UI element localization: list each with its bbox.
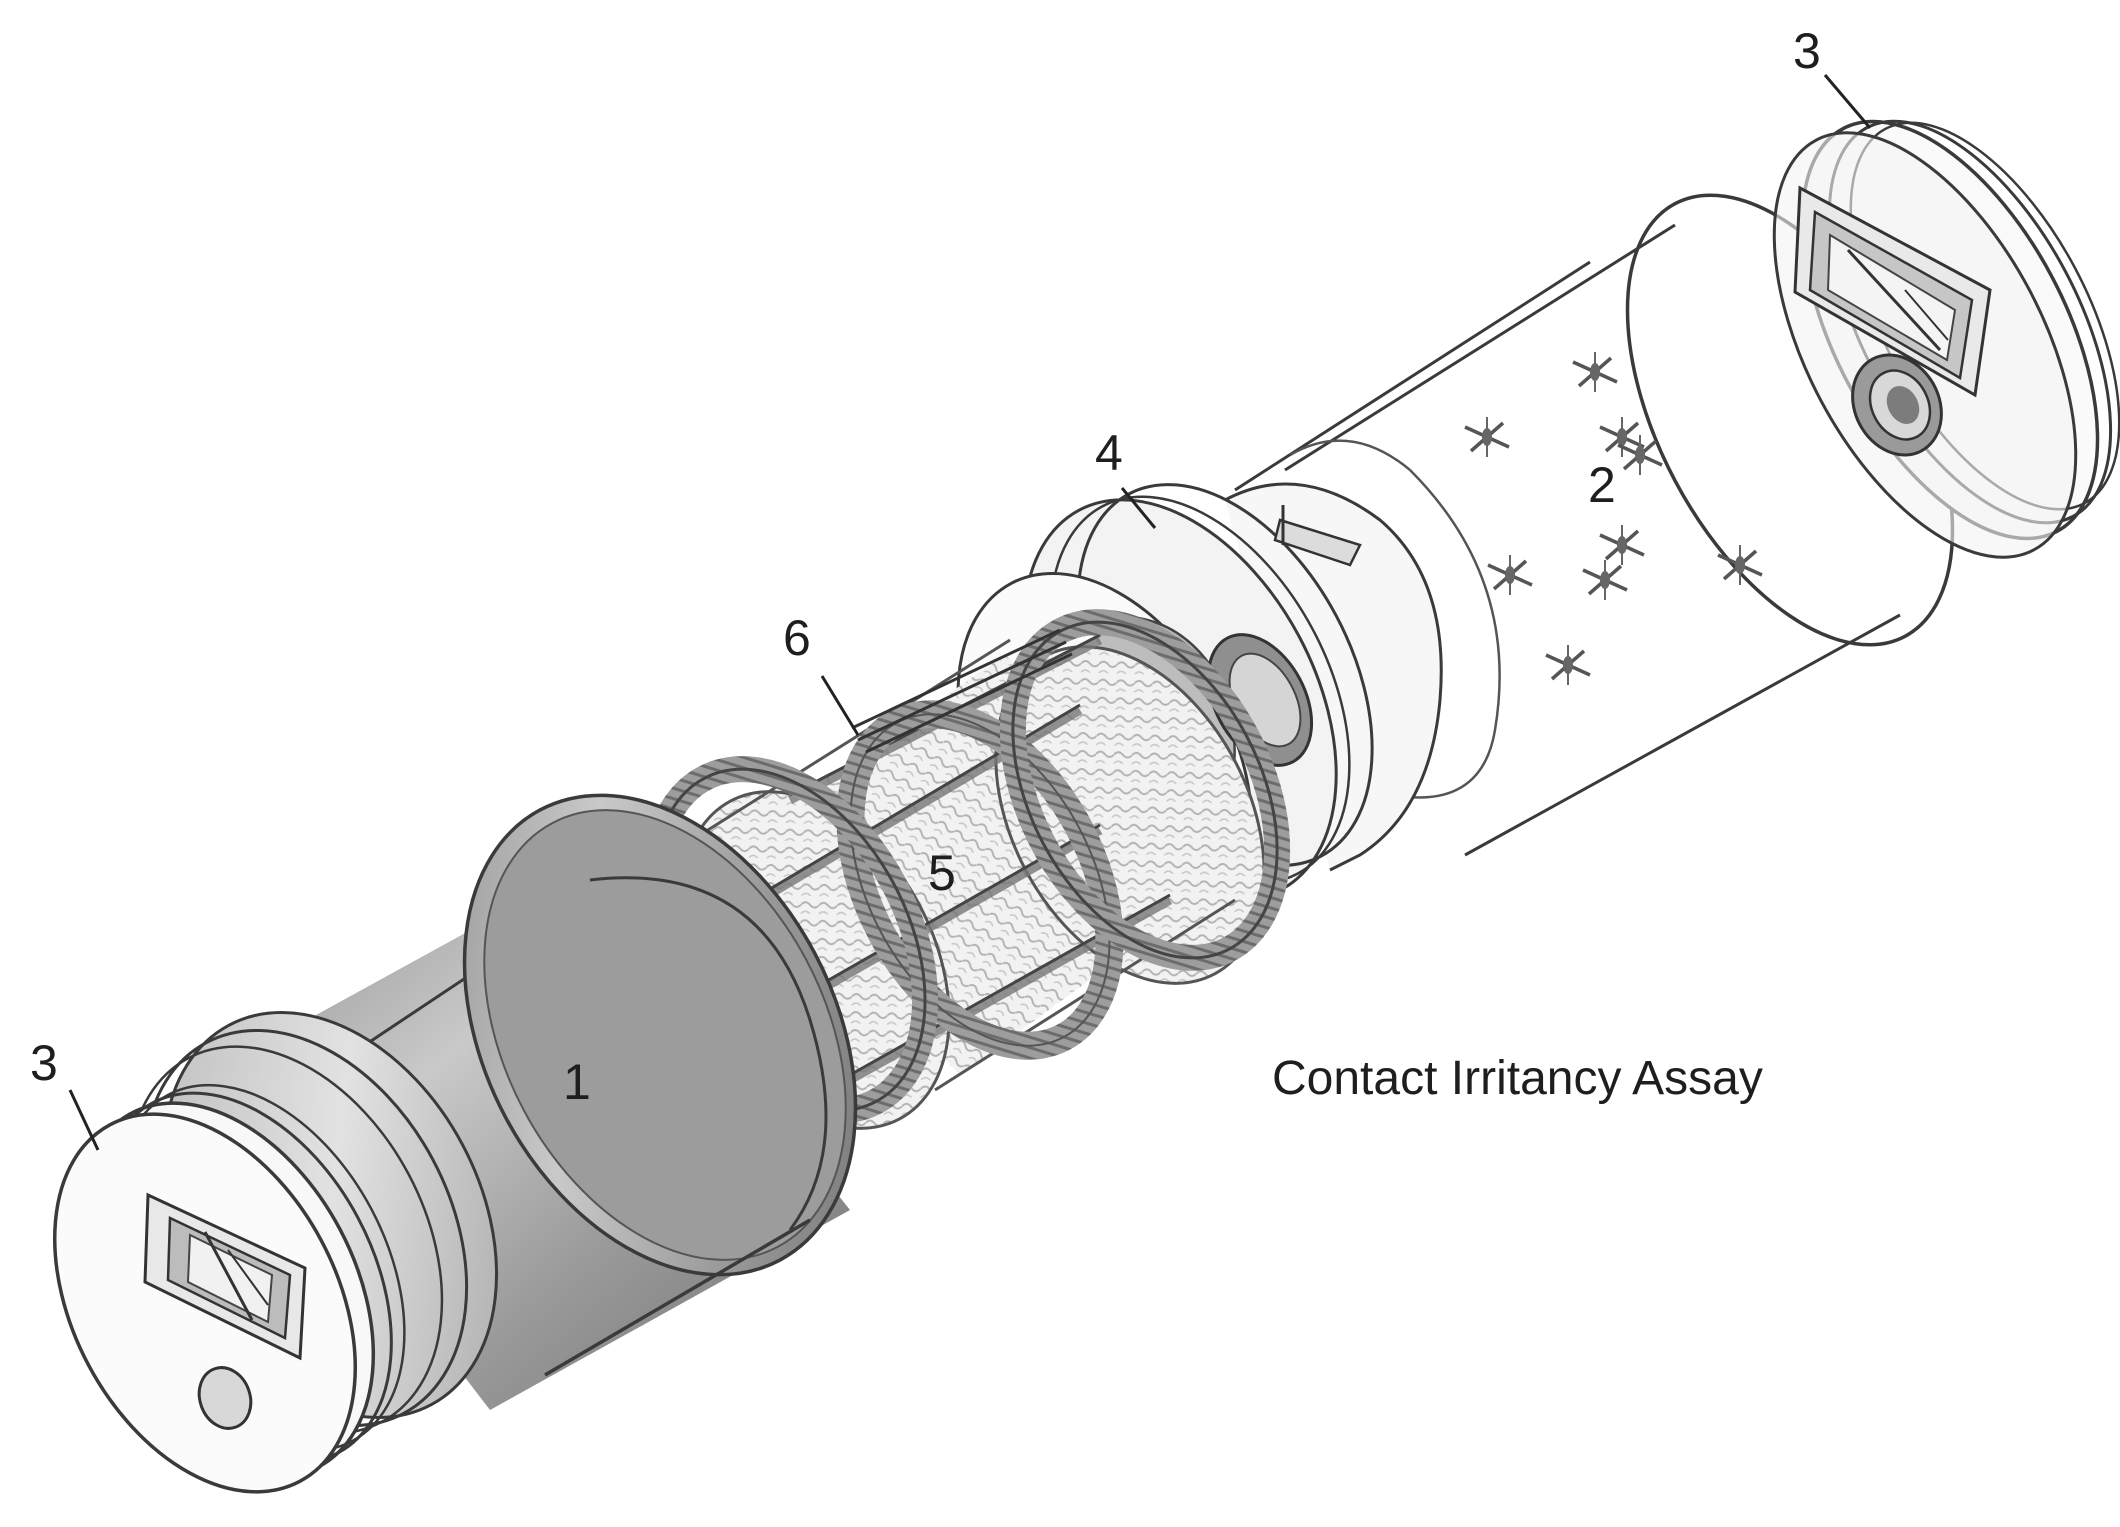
leader-lines [68, 74, 1872, 1151]
end-cap-right [1772, 119, 2120, 559]
cap-slot-left [143, 1192, 307, 1361]
leader-line-3-left [68, 1089, 100, 1151]
part-label-5: 5 [928, 845, 956, 901]
diagram-caption: Contact Irritancy Assay [1272, 1052, 1763, 1105]
part-label-4: 4 [1095, 425, 1123, 481]
mosquito-cluster [1463, 350, 1764, 687]
part-label-3-right: 3 [1793, 23, 1821, 79]
leader-line-3-right [1823, 74, 1872, 129]
part-label-3-left: 3 [30, 1035, 58, 1091]
end-cap-left [52, 1083, 406, 1494]
part-label-6: 6 [783, 610, 811, 666]
leader-line-6 [820, 675, 860, 736]
part-label-1: 1 [563, 1054, 591, 1110]
cap-port-left [197, 1366, 253, 1430]
part-label-2: 2 [1588, 457, 1616, 513]
leader-line-4 [1120, 487, 1157, 529]
cap-port-right [1851, 353, 1943, 457]
transparent-holding-tube [1234, 193, 1955, 857]
cap-slot-right [1793, 185, 1992, 398]
